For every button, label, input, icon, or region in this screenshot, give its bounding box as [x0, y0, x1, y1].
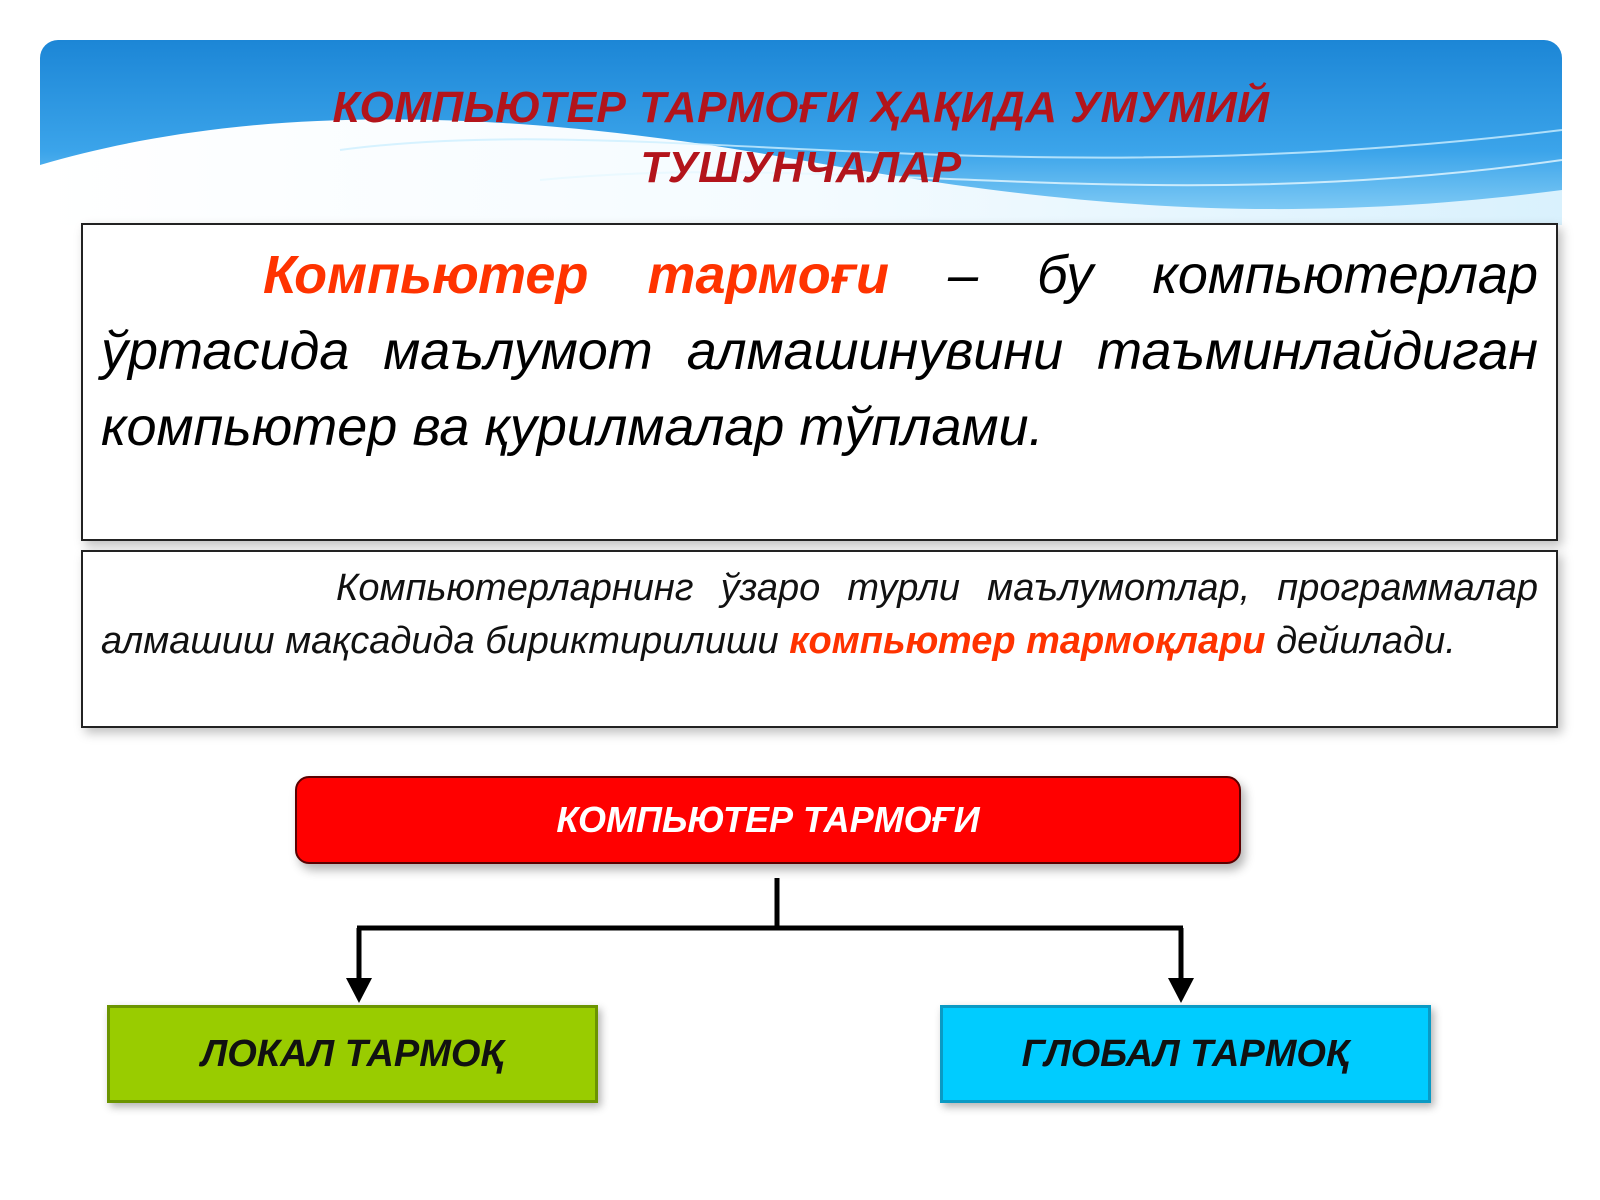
root-node-label: КОМПЬЮТЕР ТАРМОҒИ	[556, 799, 980, 840]
banner-wave-graphic	[40, 40, 1562, 225]
global-network-node: ГЛОБАЛ ТАРМОҚ	[940, 1005, 1431, 1103]
note-text: Компьютерларнинг ўзаро турли маълумотлар…	[101, 567, 1538, 662]
definition-term: Компьютер тармоғи	[263, 245, 890, 305]
note-paragraph: Компьютерларнинг ўзаро турли маълумотлар…	[101, 562, 1538, 668]
slide-title-line-2: ТУШУНЧАЛАР	[640, 143, 962, 192]
global-network-label: ГЛОБАЛ ТАРМОҚ	[1021, 1032, 1350, 1075]
note-suffix: дейилади.	[1265, 620, 1456, 662]
definition-box: Компьютер тармоғи – бу компьютерлар ўрта…	[81, 223, 1558, 541]
arrowhead-right	[1168, 978, 1194, 1003]
header-banner	[40, 40, 1562, 225]
note-term: компьютер тармоқлари	[789, 620, 1266, 662]
root-node: КОМПЬЮТЕР ТАРМОҒИ	[295, 776, 1241, 864]
slide-title: КОМПЬЮТЕР ТАРМОҒИ ҲАҚИДА УМУМИЙ ТУШУНЧАЛ…	[40, 78, 1562, 198]
local-network-node: ЛОКАЛ ТАРМОҚ	[107, 1005, 598, 1103]
local-network-label: ЛОКАЛ ТАРМОҚ	[201, 1032, 504, 1075]
slide-title-line-1: КОМПЬЮТЕР ТАРМОҒИ ҲАҚИДА УМУМИЙ	[332, 83, 1270, 132]
note-box: Компьютерларнинг ўзаро турли маълумотлар…	[81, 550, 1558, 728]
arrowhead-left	[346, 978, 372, 1003]
definition-text: – бу компьютерлар ўртасида маълумот алма…	[101, 245, 1538, 457]
definition-paragraph: Компьютер тармоғи – бу компьютерлар ўрта…	[101, 237, 1538, 465]
